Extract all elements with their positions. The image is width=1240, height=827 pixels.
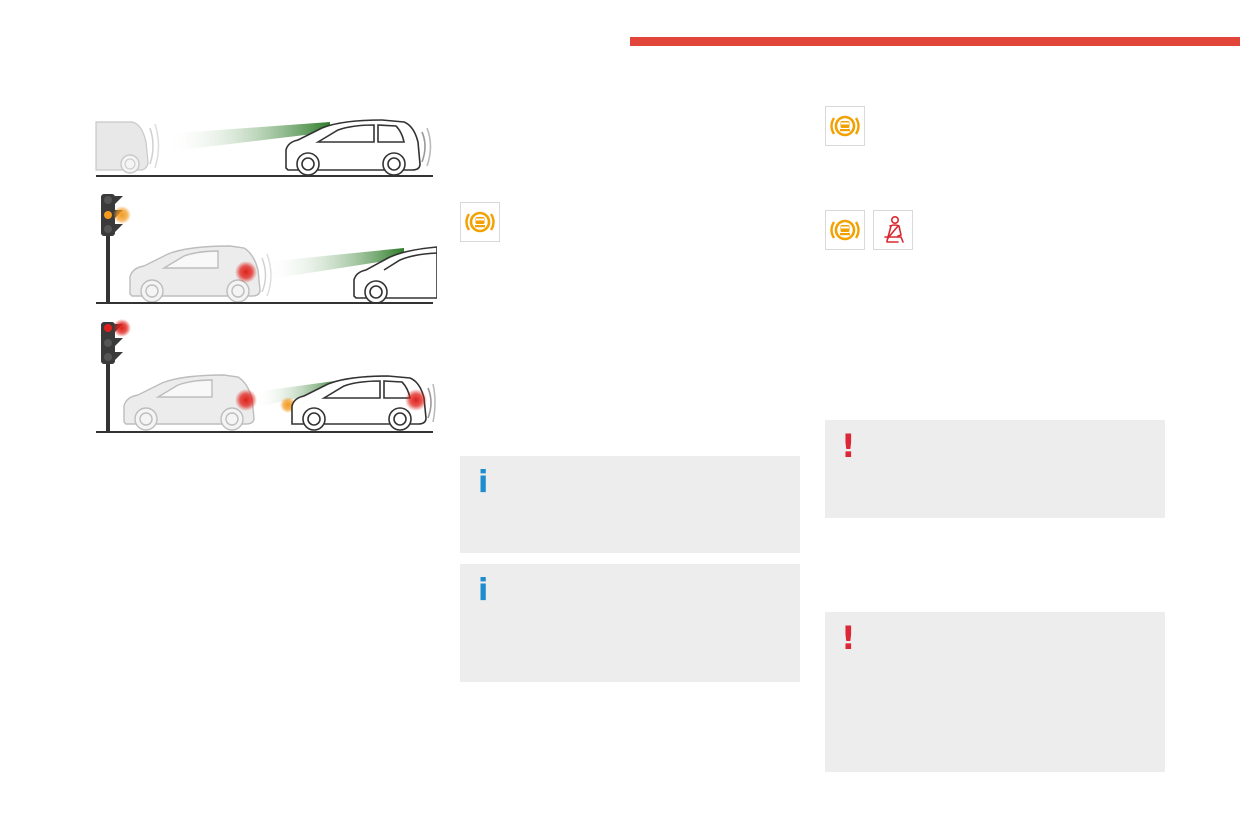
- warning-note-box: !: [825, 420, 1165, 518]
- emergency-brake-warning-icon: [825, 106, 865, 146]
- exclamation-warning-icon: !: [841, 427, 856, 465]
- info-icon: i: [478, 465, 489, 500]
- radar-beam: [254, 380, 342, 408]
- emergency-brake-warning-icon: [460, 202, 500, 242]
- info-note-box: i: [460, 456, 800, 553]
- warning-note-box: !: [825, 612, 1165, 772]
- own-vehicle: [95, 121, 160, 174]
- emergency-brake-warning-icon: [825, 210, 865, 250]
- header-accent-bar: [630, 37, 1240, 46]
- own-vehicle: [129, 245, 272, 303]
- vehicle-ahead: [291, 375, 436, 431]
- scene-emergency-braking: [96, 319, 436, 433]
- own-vehicle: [123, 374, 255, 431]
- brake-light-alert: [235, 261, 257, 283]
- collision-scenes-illustration: [95, 119, 437, 433]
- vehicle-ahead: [285, 119, 432, 176]
- brake-light-alert: [235, 389, 257, 411]
- traffic-light-amber: [101, 194, 131, 303]
- info-icon: i: [478, 573, 489, 608]
- radar-beam: [164, 122, 330, 152]
- traffic-light-red: [101, 319, 131, 432]
- brake-light-alert: [405, 389, 427, 411]
- info-note-box: i: [460, 564, 800, 682]
- vehicle-ahead: [353, 246, 437, 304]
- scene-distance-monitoring: [95, 119, 433, 177]
- radar-beam: [264, 248, 404, 280]
- scene-collision-alert: [96, 194, 437, 304]
- exclamation-warning-icon: !: [841, 619, 856, 657]
- seatbelt-warning-icon: [873, 210, 913, 250]
